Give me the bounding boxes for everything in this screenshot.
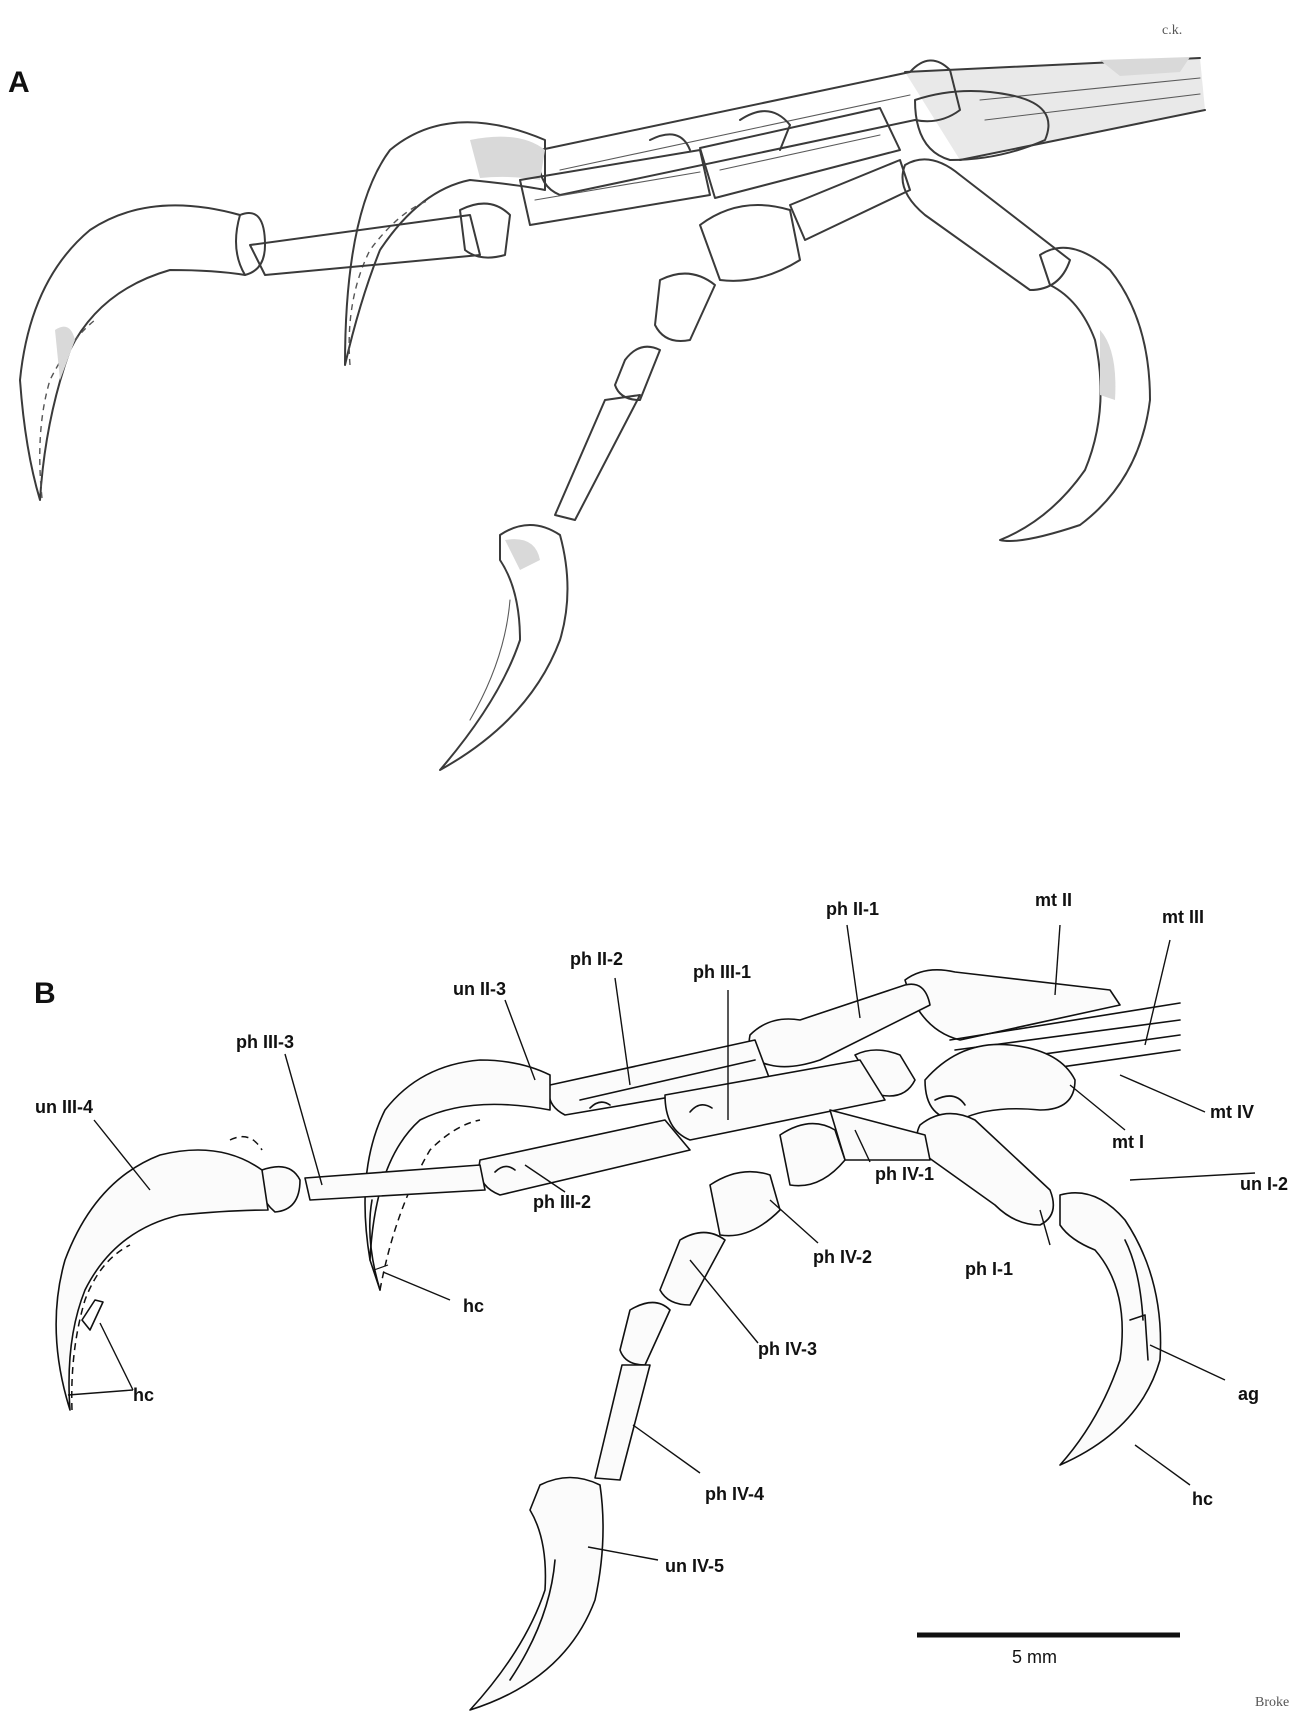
panel-a-illustration: [20, 57, 1205, 770]
label-ph-iv-2: ph IV-2: [813, 1247, 872, 1267]
label-ph-iii-1: ph III-1: [693, 962, 751, 982]
panel-a-letter: A: [8, 66, 30, 99]
label-ph-i-1: ph I-1: [965, 1259, 1013, 1279]
label-un-i-2: un I-2: [1240, 1174, 1288, 1194]
caption-fragment: Broke: [1255, 1695, 1289, 1710]
panel-b-letter: B: [34, 977, 56, 1010]
label-hc-digit-i: hc: [1192, 1489, 1213, 1509]
panel-a: A c.k.: [8, 23, 1205, 770]
label-mt-iii: mt III: [1162, 907, 1204, 927]
scale-bar-label: 5 mm: [1012, 1647, 1057, 1667]
label-ph-iv-4: ph IV-4: [705, 1484, 764, 1504]
label-un-iv-5: un IV-5: [665, 1556, 724, 1576]
label-un-ii-3: un II-3: [453, 979, 506, 999]
label-ph-iv-3: ph IV-3: [758, 1339, 817, 1359]
scale-bar: 5 mm: [917, 1635, 1180, 1667]
label-ph-iii-2: ph III-2: [533, 1192, 591, 1212]
panel-b: B: [34, 890, 1289, 1710]
label-ph-ii-1: ph II-1: [826, 899, 879, 919]
label-ph-ii-2: ph II-2: [570, 949, 623, 969]
label-ag: ag: [1238, 1384, 1259, 1404]
label-mt-iv: mt IV: [1210, 1102, 1254, 1122]
label-ph-iv-1: ph IV-1: [875, 1164, 934, 1184]
panel-b-illustration: [56, 970, 1180, 1710]
artist-initials: c.k.: [1162, 23, 1182, 38]
label-hc-digit-ii: hc: [463, 1296, 484, 1316]
label-hc-digit-iii: hc: [133, 1385, 154, 1405]
label-un-iii-4: un III-4: [35, 1097, 93, 1117]
label-ph-iii-3: ph III-3: [236, 1032, 294, 1052]
label-mt-i: mt I: [1112, 1132, 1144, 1152]
label-mt-ii: mt II: [1035, 890, 1072, 910]
